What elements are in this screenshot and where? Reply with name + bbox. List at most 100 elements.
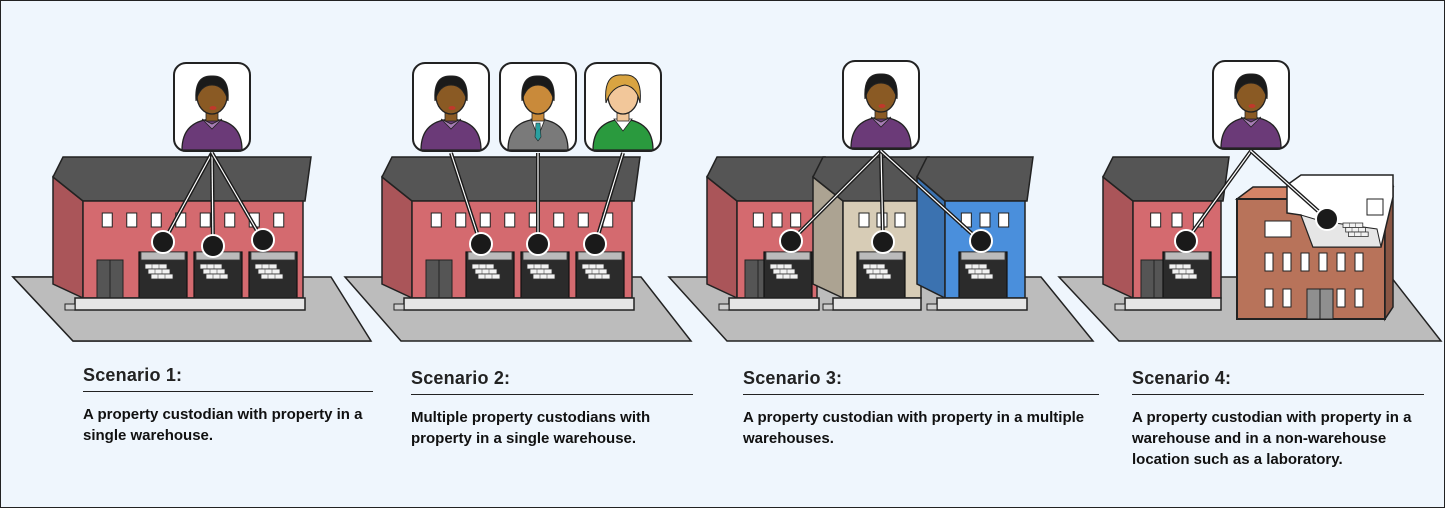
custodian-connector-highlight: [211, 152, 214, 248]
window: [1171, 212, 1183, 228]
pallet-stack: [862, 263, 892, 280]
location-marker: [969, 229, 993, 253]
necktie: [534, 122, 542, 142]
window: [1354, 288, 1364, 308]
pallet-stack: [769, 263, 799, 280]
scenario-2-caption: Scenario 2: Multiple property custodians…: [411, 368, 693, 449]
dock-stairs: [393, 303, 405, 311]
pallet-stack: [581, 263, 611, 280]
loading-dock: [74, 297, 306, 311]
avatar-lips: [878, 104, 886, 108]
roll-up-door: [960, 251, 1006, 261]
pallet-stack: [199, 263, 229, 280]
loading-bay: [193, 251, 243, 299]
dock-stairs: [1114, 303, 1126, 311]
window: [126, 212, 138, 228]
window: [1282, 288, 1292, 308]
scenario-4-description: A property custodian with property in a …: [1132, 409, 1412, 468]
custodian-connector-highlight: [450, 152, 482, 246]
window: [894, 212, 906, 228]
loading-bay: [575, 251, 625, 299]
warehouse-roof: [52, 156, 312, 202]
location-marker: [526, 232, 550, 256]
window: [1318, 252, 1328, 272]
window: [1366, 198, 1384, 216]
warehouse: [706, 156, 826, 311]
dock-stairs: [822, 303, 834, 311]
location-marker: [469, 232, 493, 256]
shirt-collar: [870, 116, 892, 128]
window: [1336, 252, 1346, 272]
location-marker: [251, 228, 275, 252]
loading-dock: [832, 297, 922, 311]
custodian-avatar: [173, 62, 251, 152]
roll-up-door: [250, 251, 296, 261]
warehouse-roof: [381, 156, 641, 202]
laboratory-building: [1234, 174, 1395, 322]
scenario-2-description: Multiple property custodians with proper…: [411, 409, 651, 447]
window: [553, 212, 565, 228]
custodian-connector-highlight: [880, 150, 982, 243]
window: [199, 212, 211, 228]
pallet-stack: [1342, 222, 1369, 237]
pallet-stack: [471, 263, 501, 280]
warehouse: [1102, 156, 1230, 311]
scenario-1-title: Scenario 1:: [83, 365, 373, 392]
pallet-stack: [964, 263, 994, 280]
warehouse: [381, 156, 641, 311]
custodian-avatar: [584, 62, 662, 152]
location-marker: [779, 229, 803, 253]
location-marker: [583, 232, 607, 256]
scenario-3-description: A property custodian with property in a …: [743, 409, 1085, 447]
dock-stairs: [926, 303, 938, 311]
loading-bay: [248, 251, 298, 299]
window: [150, 212, 162, 228]
window: [1264, 220, 1292, 238]
scenario-3-caption: Scenario 3: A property custodian with pr…: [743, 368, 1099, 449]
shirt-collar: [1240, 116, 1262, 128]
dock-stairs: [64, 303, 76, 311]
custodian-avatar: [412, 62, 490, 152]
custodian-connector-highlight: [211, 152, 264, 242]
window: [771, 212, 783, 228]
roll-up-door: [467, 251, 513, 261]
shirt-collar: [201, 118, 223, 130]
dock-stairs: [718, 303, 730, 311]
warehouse: [916, 156, 1034, 311]
window: [101, 212, 113, 228]
location-marker: [201, 234, 225, 258]
window: [1336, 288, 1346, 308]
window: [224, 212, 236, 228]
window: [1300, 252, 1310, 272]
location-marker: [1174, 229, 1198, 253]
custodian-avatar: [842, 60, 920, 150]
window: [1264, 252, 1274, 272]
warehouse-roof: [1102, 156, 1230, 202]
custodian-connector-highlight: [594, 152, 624, 246]
avatar-hair: [1234, 73, 1268, 100]
avatar-lips: [209, 106, 217, 110]
loading-bay: [520, 251, 570, 299]
custodian-connector-highlight: [162, 152, 213, 244]
warehouse-roof: [916, 156, 1034, 202]
scenario-1-description: A property custodian with property in a …: [83, 406, 363, 444]
scenario-2-title: Scenario 2:: [411, 368, 693, 395]
window: [979, 212, 991, 228]
location-marker: [871, 230, 895, 254]
loading-dock: [728, 297, 820, 311]
custodian-avatar: [1212, 60, 1290, 150]
window: [479, 212, 491, 228]
loading-dock: [1124, 297, 1222, 311]
avatar-hair: [195, 75, 229, 102]
loading-bay: [856, 251, 906, 299]
scenario-4-caption: Scenario 4: A property custodian with pr…: [1132, 368, 1424, 470]
window: [577, 212, 589, 228]
pallet-stack: [1168, 263, 1198, 280]
window: [504, 212, 516, 228]
loading-bay: [958, 251, 1008, 299]
loading-bay: [1162, 251, 1212, 299]
shirt-collar: [440, 118, 462, 130]
loading-dock: [403, 297, 635, 311]
loading-bay: [465, 251, 515, 299]
